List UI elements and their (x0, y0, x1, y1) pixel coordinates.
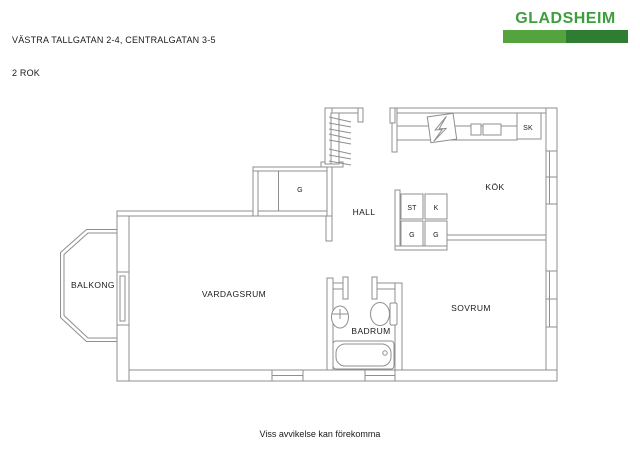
balcony-door-window (116, 271, 130, 326)
window (364, 369, 396, 382)
wall (302, 369, 366, 382)
closet-st (400, 193, 424, 220)
kitchen-sink (470, 123, 482, 136)
wall (325, 215, 333, 242)
room-label-sovrum: SOVRUM (451, 303, 491, 313)
wall (326, 166, 333, 217)
wall (116, 210, 130, 273)
window (545, 150, 558, 205)
closet-label-sk: SK (523, 125, 533, 132)
wall (394, 245, 448, 251)
wall (252, 166, 333, 172)
logo-wordmark: GLADSHEIM (515, 10, 616, 27)
coat-rack (328, 112, 352, 166)
bathtub (332, 340, 395, 370)
wall (394, 189, 401, 248)
stove-icon (426, 112, 458, 144)
closet-label-st: ST (407, 205, 417, 212)
disclaimer-text: Viss avvikelse kan förekomma (259, 429, 381, 439)
kitchen-sink (482, 123, 502, 136)
listing-header: VÄSTRA TALLGATAN 2-4, CENTRALGATAN 3-5 2… (12, 13, 216, 101)
wall (394, 282, 403, 371)
door-jamb (389, 107, 396, 124)
rooms-line: 2 ROK (12, 68, 41, 78)
address-line: VÄSTRA TALLGATAN 2-4, CENTRALGATAN 3-5 (12, 35, 216, 45)
gladsheim-logo: GLADSHEIM (503, 10, 628, 43)
balcony-railing (60, 229, 117, 342)
closet-g2 (424, 220, 448, 247)
door-jamb (371, 276, 378, 300)
room-label-hall: HALL (353, 207, 376, 217)
room-label-kok: KÖK (485, 182, 504, 192)
logo-bar (503, 30, 628, 43)
wall (389, 107, 558, 114)
closet-label-k: K (434, 205, 439, 212)
door-jamb (357, 107, 364, 123)
wall (545, 203, 558, 272)
wall (545, 107, 558, 152)
window (271, 369, 304, 382)
wall (116, 324, 130, 382)
wall (394, 369, 558, 382)
room-label-vardagsrum: VARDAGSRUM (202, 289, 266, 299)
closet-sk (514, 112, 542, 140)
bathroom-sink (331, 305, 349, 329)
closet-label-g2: G (433, 232, 439, 239)
room-label-badrum: BADRUM (351, 326, 390, 336)
toilet (370, 302, 398, 326)
closet-label-g1: G (409, 232, 415, 239)
room-label-balkong: BALKONG (71, 280, 115, 290)
wall (446, 234, 547, 241)
wall (326, 277, 334, 371)
logo-bar-left (503, 30, 566, 43)
door-jamb (342, 276, 349, 300)
wall (116, 369, 273, 382)
wall (116, 210, 333, 217)
window (545, 270, 558, 328)
logo-bar-right (565, 30, 628, 43)
closet-k (424, 193, 448, 220)
closet-g1 (400, 220, 424, 247)
closet-label-g-hall: G (297, 187, 303, 194)
wall (252, 166, 259, 217)
